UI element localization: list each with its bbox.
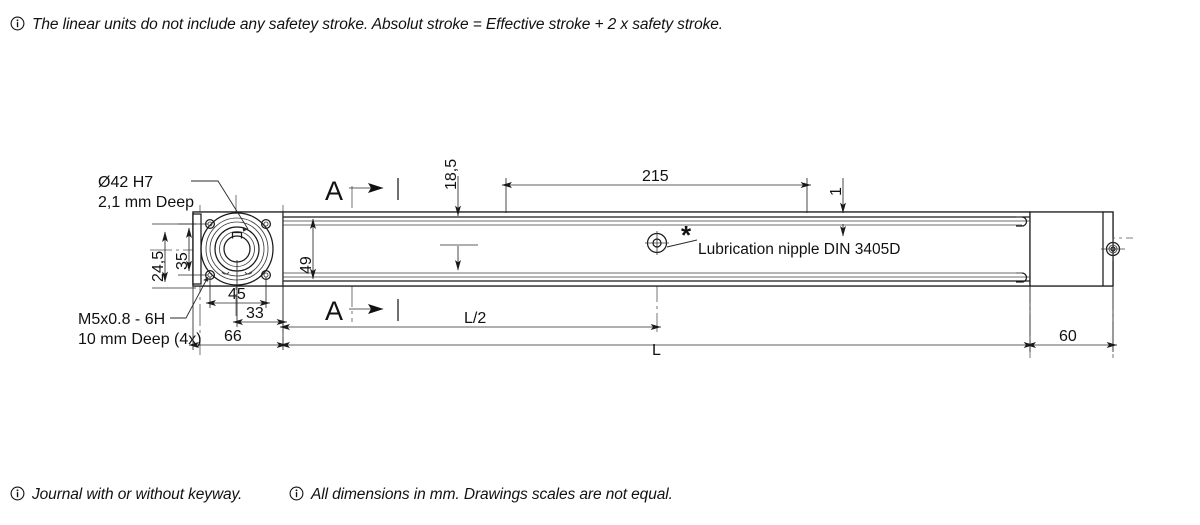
dimension-L-half-text: L/2	[464, 310, 486, 327]
dimension-18-5-text: 18,5	[443, 159, 460, 190]
callout-bore: Ø42 H7 2,1 mm Deep	[98, 174, 249, 232]
lubrication-asterisk: *	[681, 220, 692, 250]
callout-lubrication: * Lubrication nipple DIN 3405D	[666, 220, 900, 258]
dimension-49-text: 49	[298, 256, 315, 274]
dimension-24-5: 24,5	[150, 223, 196, 289]
note-top-text: The linear units do not include any safe…	[32, 16, 723, 33]
callout-bore-line1: Ø42 H7	[98, 174, 153, 191]
linear-unit-body	[192, 211, 1114, 287]
note-top: The linear units do not include any safe…	[10, 16, 723, 34]
callout-lubrication-text: Lubrication nipple DIN 3405D	[698, 241, 900, 258]
callout-thread: M5x0.8 - 6H 10 mm Deep (4x)	[78, 276, 209, 348]
note-bottom-left-text: Journal with or without keyway.	[32, 486, 243, 503]
dimension-L-half: L/2	[279, 310, 662, 330]
section-label-lower: A	[325, 296, 343, 326]
dimension-49: 49	[298, 218, 316, 280]
dimension-18-5: 18,5	[440, 159, 478, 271]
info-circle-icon	[289, 486, 304, 501]
note-bottom-left: Journal with or without keyway.	[10, 486, 242, 504]
section-mark-upper: A	[325, 176, 399, 206]
dimension-1-text: 1	[828, 187, 845, 196]
dimension-215-text: 215	[642, 168, 669, 185]
dimension-L-text: L	[652, 342, 661, 359]
dimension-1: 1	[828, 178, 846, 237]
dimension-24-5-text: 24,5	[150, 251, 167, 282]
section-mark-lower: A	[325, 296, 399, 326]
dimension-35: 35	[174, 223, 208, 276]
dimension-215: 215	[501, 168, 812, 213]
note-bottom-right: All dimensions in mm. Drawings scales ar…	[289, 486, 673, 504]
note-bottom-right-text: All dimensions in mm. Drawings scales ar…	[311, 486, 673, 503]
dimension-60: 60	[1025, 286, 1118, 352]
section-label-upper: A	[325, 176, 343, 206]
info-circle-icon	[10, 16, 25, 31]
dimension-60-text: 60	[1059, 328, 1077, 345]
callout-thread-line1: M5x0.8 - 6H	[78, 311, 165, 328]
callout-thread-line2: 10 mm Deep (4x)	[78, 331, 202, 348]
dimension-66: 66	[188, 286, 288, 350]
end-cap-screw	[1101, 237, 1125, 261]
dimension-L: L	[279, 342, 1035, 359]
callout-bore-line2: 2,1 mm Deep	[98, 194, 194, 211]
info-circle-icon	[10, 486, 25, 501]
dimension-66-text: 66	[224, 328, 242, 345]
dimension-35-text: 35	[174, 252, 191, 270]
lubrication-nipple	[645, 231, 669, 255]
dimension-33-text: 33	[246, 305, 264, 322]
